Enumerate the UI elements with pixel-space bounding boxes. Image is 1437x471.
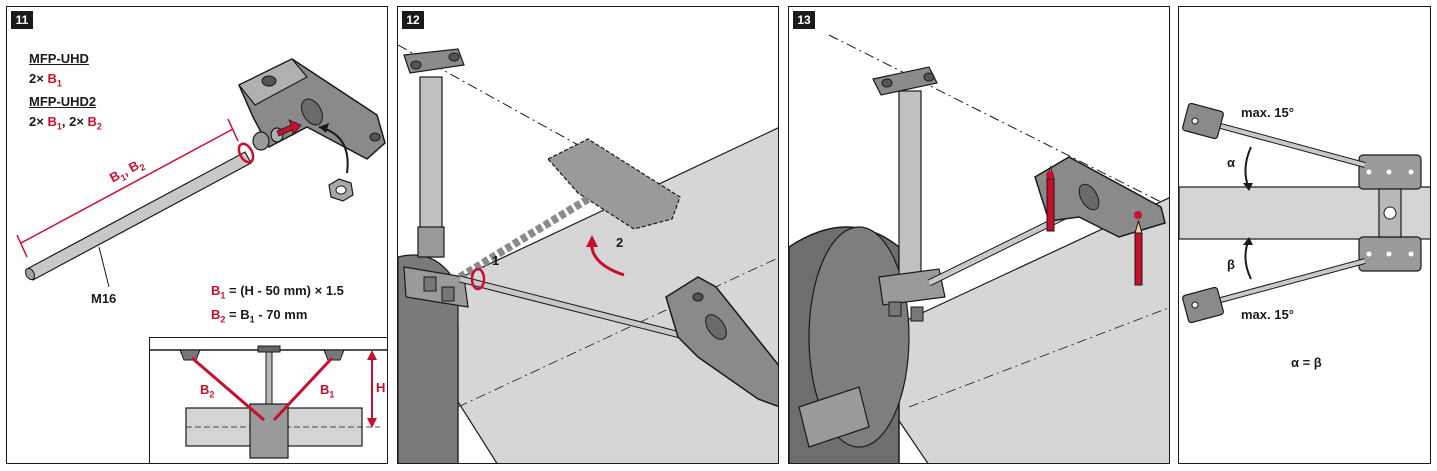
step-number-badge: 11 (11, 11, 33, 29)
panel-11: 11 MFP-UHD 2× B1 MFP-UHD2 2× B1, 2× B2 (6, 6, 388, 464)
step-number-badge: 13 (793, 11, 815, 29)
step-2-label: 2 (616, 235, 624, 250)
product-name-1: MFP-UHD (29, 51, 89, 66)
inset-b1-label: B1 (320, 382, 335, 400)
max-angle-bottom-label: max. 15° (1241, 307, 1294, 322)
angle-drawing (1179, 102, 1430, 324)
quantity-line-2: 2× B1, 2× B2 (29, 114, 102, 132)
formula-b1: B1 = (H - 50 mm) × 1.5 (211, 283, 344, 301)
alpha-label: α (1227, 155, 1235, 170)
formula-b2: B2 = B1 - 70 mm (211, 307, 308, 325)
beta-label: β (1227, 257, 1235, 272)
step-1-label: 1 (492, 253, 500, 268)
max-angle-top-label: max. 15° (1241, 105, 1294, 120)
rod-size-label: M16 (91, 291, 117, 306)
inset-h-label: H (376, 380, 386, 395)
panel-12-drawing (398, 44, 778, 463)
panel-13: 13 (788, 6, 1170, 464)
panel-13-drawing (789, 34, 1169, 463)
product-name-2: MFP-UHD2 (29, 94, 97, 109)
quantity-line-1: 2× B1 (29, 71, 62, 89)
angle-equation: α = β (1291, 355, 1322, 370)
panel-12: 12 1 2 (397, 6, 779, 464)
inset-b2-label: B2 (200, 382, 215, 400)
panel-11-drawing (16, 58, 386, 288)
dimension-inset: B2 B1 H (149, 337, 387, 463)
step-number-badge: 12 (402, 11, 424, 29)
panel-angle: max. 15° α β max. 15° α = β (1178, 6, 1431, 464)
